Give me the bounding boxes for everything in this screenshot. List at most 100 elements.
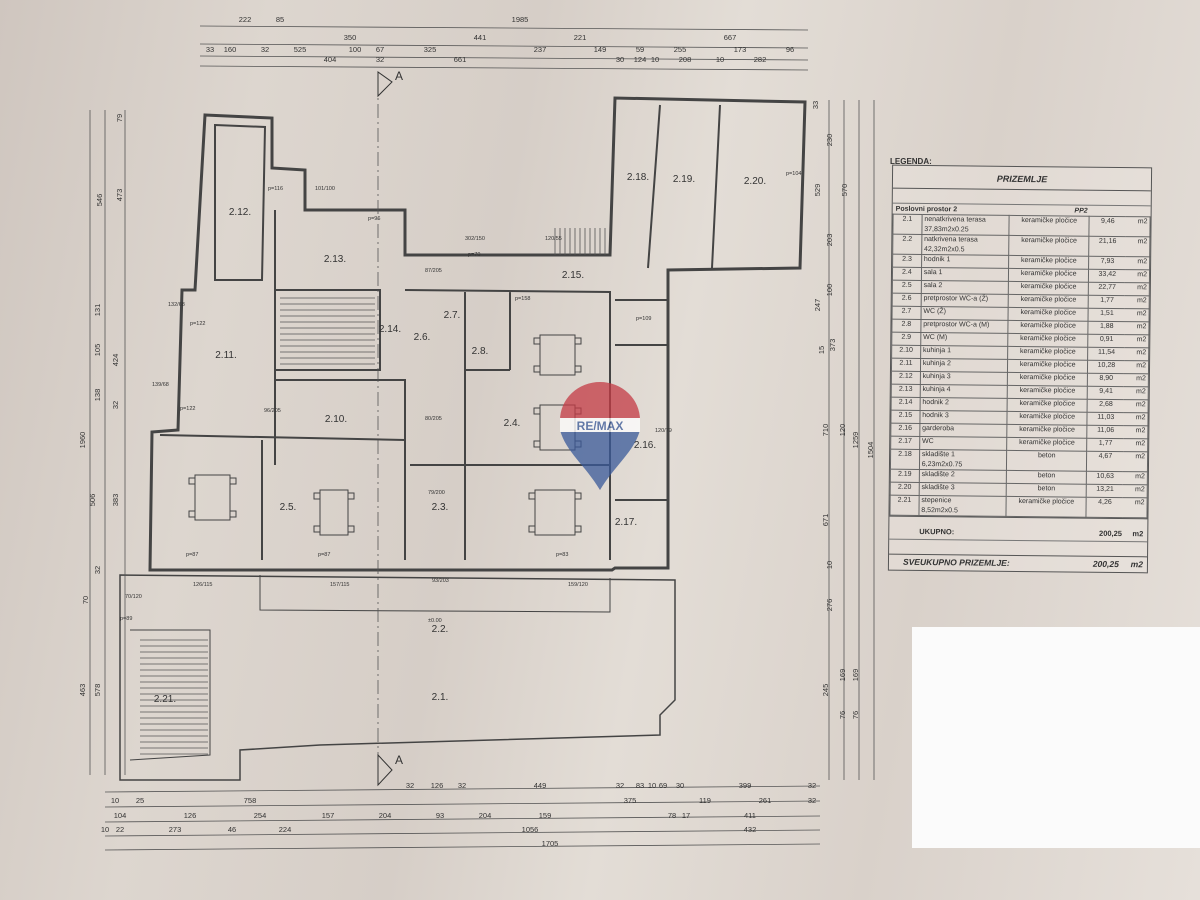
dimension-value: 671 [821, 514, 830, 527]
room-unit: m2 [1124, 308, 1150, 322]
opening-note: p=122 [190, 321, 205, 327]
dimension-value: 230 [825, 134, 834, 147]
dimension-value: 149 [594, 45, 607, 54]
opening-note: 93/203 [432, 578, 449, 584]
dimension-value: 204 [479, 811, 492, 820]
dimension-value: 32 [376, 55, 384, 64]
room-area: 1,77 [1088, 295, 1126, 309]
opening-note: p=87 [186, 552, 198, 558]
room-area: 13,21 [1086, 484, 1124, 498]
dimension-value: 325 [424, 45, 437, 54]
dimension-value: 424 [111, 354, 120, 367]
legend-heading: PRIZEMLJE [892, 165, 1152, 192]
dimension-value: 254 [254, 811, 267, 820]
dimension-value: 76 [838, 711, 847, 719]
room-area: 21,16 [1088, 236, 1126, 257]
dimension-value: 529 [813, 184, 822, 197]
legend-total: UKUPNO:200,25 m2 [889, 515, 1148, 542]
room-unit: m2 [1123, 471, 1148, 485]
dimension-value: 159 [539, 811, 552, 820]
dimension-value: 169 [838, 669, 847, 682]
opening-note: 79/200 [428, 490, 445, 496]
room-material: keramičke pločice [1007, 411, 1088, 426]
dimension-value: 138 [93, 389, 102, 402]
legend-grand-total: SVEUKUPNO PRIZEMLJE:200,25 m2 [902, 556, 1144, 570]
dimension-value: 204 [379, 811, 392, 820]
dimension-value: 373 [828, 339, 837, 352]
room-id: 2.15 [890, 410, 920, 424]
dimension-value: 100 [825, 284, 834, 297]
opening-note: p=70 [468, 252, 480, 258]
room-id: 2.19 [890, 469, 920, 483]
room-unit: m2 [1124, 321, 1150, 335]
room-label: 2.19. [673, 174, 695, 185]
opening-note: p=116 [268, 186, 283, 192]
room-label: 2.11. [215, 350, 237, 361]
room-material: keramičke pločice [1008, 307, 1089, 322]
opening-note: 101/100 [315, 186, 335, 192]
room-material: keramičke pločice [1007, 398, 1088, 413]
room-material: keramičke pločice [1009, 215, 1090, 237]
opening-note: 96/205 [264, 408, 281, 414]
dimension-value: 70 [81, 596, 90, 604]
room-id: 2.18 [890, 449, 920, 470]
dimension-value: 67 [376, 45, 384, 54]
svg-text:A: A [395, 753, 403, 767]
room-name: hodnik 2 [919, 397, 1008, 412]
room-material: keramičke pločice [1008, 294, 1089, 309]
room-label: 2.7. [444, 310, 461, 321]
room-unit: m2 [1124, 334, 1149, 348]
room-label: 2.2. [432, 624, 449, 635]
furniture [188, 334, 582, 536]
room-label: 2.12. [229, 207, 251, 218]
dimension-value: 105 [93, 344, 102, 357]
room-area: 10,28 [1087, 360, 1125, 374]
dimension-value: 758 [244, 796, 257, 805]
room-unit: m2 [1125, 216, 1151, 237]
dimension-value: 79 [115, 114, 124, 122]
dimension-value: 10 [111, 796, 119, 805]
room-material: beton [1006, 470, 1087, 485]
room-label: 2.10. [325, 414, 347, 425]
dimension-value: 17 [682, 811, 690, 820]
room-labels: 2.1.2.2.2.3.2.4.2.5.2.6.2.7.2.8.2.10.2.1… [154, 172, 766, 705]
room-name: hodnik 3 [919, 410, 1008, 425]
dimension-value: 173 [734, 45, 747, 54]
opening-note: p=109 [636, 316, 651, 322]
room-unit: m2 [1125, 236, 1150, 257]
room-label: 2.20. [744, 176, 766, 187]
room-area: 4,67 [1086, 451, 1124, 472]
room-id: 2.13 [891, 384, 921, 398]
room-name: WC [919, 436, 1008, 451]
room-id: 2.21 [889, 495, 919, 516]
room-id: 2.4 [892, 267, 922, 281]
room-label: 2.4. [504, 418, 521, 429]
dimension-value: 411 [744, 811, 756, 820]
room-label: 2.17. [615, 517, 637, 528]
room-note: 8,52m2x0.5 [921, 506, 958, 515]
room-name: garderoba [919, 423, 1008, 438]
dimension-value: 46 [228, 825, 236, 834]
dimension-value: 463 [78, 684, 87, 697]
room-material: beton [1006, 483, 1087, 498]
opening-note: 126/115 [193, 582, 212, 588]
room-label: 2.8. [472, 346, 489, 357]
dimension-value: 276 [825, 599, 834, 612]
dimension-value: 30 [676, 781, 684, 790]
section-marker-top: A [377, 69, 403, 98]
room-material: keramičke pločice [1007, 333, 1089, 348]
room-area: 10,63 [1086, 471, 1124, 485]
dimension-value: 131 [93, 304, 102, 317]
dimension-value: 93 [436, 811, 444, 820]
room-label: 2.16. [634, 440, 656, 451]
opening-note: p=122 [180, 406, 195, 412]
room-unit: m2 [1123, 412, 1149, 426]
room-id: 2.2 [892, 234, 922, 255]
room-label: 2.6. [414, 332, 431, 343]
dimension-value: 32 [93, 566, 102, 574]
room-name: kuhinja 2 [920, 358, 1008, 373]
room-note: 37,83m2x0.25 [924, 225, 969, 234]
